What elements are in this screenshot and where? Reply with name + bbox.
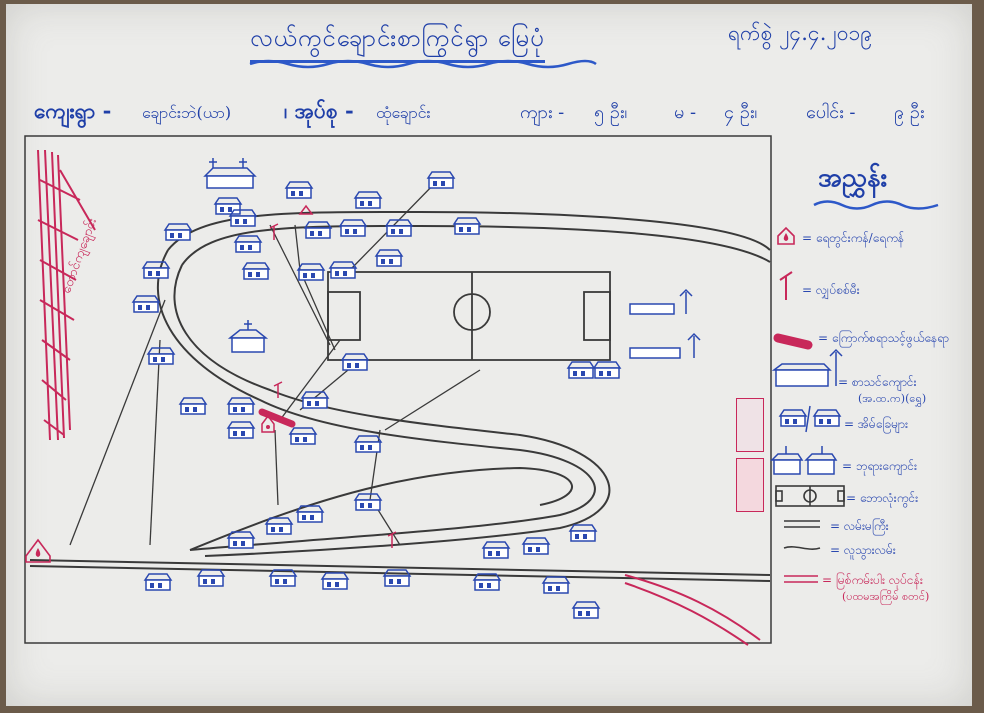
legend-label-footpath: = လူသွားလမ်း	[830, 543, 896, 557]
legend-note-box	[736, 458, 764, 512]
house-icon	[285, 181, 313, 199]
men-label: ကျား -	[520, 102, 565, 123]
house-icon	[214, 197, 242, 215]
house-icon	[375, 249, 403, 267]
participant-info-line: ကျေးရွာ - ချောင်းဘဲ(ယာ) ၊ အုပ်စု - ထုံချ…	[34, 98, 964, 134]
electric-pole-icon	[779, 271, 793, 300]
house-icon	[522, 537, 550, 555]
house-icon	[142, 261, 170, 279]
church-building	[203, 158, 257, 189]
village-label: ကျေးရွာ -	[34, 98, 112, 123]
house-icon	[354, 493, 382, 511]
house-icon	[427, 171, 455, 189]
water-point-icon	[25, 538, 51, 563]
legend-note-box	[736, 398, 764, 452]
house-icon	[385, 219, 413, 237]
women-label: မ -	[674, 102, 697, 123]
house-icon	[567, 361, 595, 379]
house-icon	[297, 263, 325, 281]
legend-title: အညွှန်း	[818, 163, 888, 193]
house-icon	[482, 541, 510, 559]
house-icon	[572, 601, 600, 619]
house-icon	[453, 217, 481, 235]
legend-label-electric: = လျှပ်စစ်မီး	[802, 283, 860, 297]
group-label: ၊ အုပ်စု -	[284, 98, 354, 123]
footpaths	[69, 179, 481, 546]
legend-label-main-road: = လမ်းမကြီး	[830, 519, 889, 533]
electric-pole-icon	[387, 531, 397, 548]
water-point-icon	[777, 226, 795, 245]
house-icon	[301, 391, 329, 409]
house-icon	[569, 524, 597, 542]
legend-label-water: = ရေတွင်းကန်/ရေကန်	[802, 231, 905, 245]
river-bank-road	[624, 574, 761, 646]
river-bank-icon	[784, 575, 818, 583]
legend-label-houses: = အိမ်ခြေများ	[844, 417, 908, 431]
house-icon	[339, 219, 367, 237]
stream-feature	[37, 149, 96, 441]
house-icon	[354, 435, 382, 453]
house-icon	[593, 361, 621, 379]
house-icon	[542, 576, 570, 594]
legend-icons	[770, 226, 845, 583]
main-road-icon	[784, 520, 820, 528]
house-icon	[269, 569, 297, 587]
house-icon	[147, 347, 175, 365]
house-icon	[265, 517, 293, 535]
house-icon	[354, 191, 382, 209]
legend-sub-school: (အ.ထ.က)(ရွှေ)	[858, 392, 927, 405]
village-value: ချောင်းဘဲ(ယာ)	[142, 103, 232, 122]
house-icon	[164, 223, 192, 241]
map-frame	[24, 135, 772, 644]
house-icon	[197, 569, 225, 587]
house-icon	[329, 261, 357, 279]
house-icon	[179, 397, 207, 415]
house-icon	[132, 295, 160, 313]
title-underline-wave	[249, 59, 597, 69]
legend-label-church: = ဘုရားကျောင်း	[842, 459, 918, 473]
total-value: ၉ ဦး	[894, 102, 925, 123]
house-icon	[321, 572, 349, 590]
house-icon	[227, 421, 255, 439]
legend-label-school: = စာသင်ကျောင်း	[838, 375, 917, 389]
house-icon	[779, 405, 841, 433]
footpath-icon	[783, 546, 821, 550]
school-building	[629, 332, 701, 359]
hazard-zone-mark	[258, 408, 296, 428]
church-icon	[770, 446, 838, 475]
house-icon	[341, 353, 369, 371]
women-value: ၄ ဦး၊	[724, 102, 758, 123]
football-field-icon	[775, 485, 845, 507]
water-point-icon	[298, 204, 314, 215]
map-date: ရက်စွဲ ၂၄.၄.၂၀၁၉	[728, 21, 873, 45]
group-value: ထုံချောင်း	[376, 103, 431, 122]
football-field	[327, 271, 611, 361]
legend-label-hazard: = ကြောက်စရာသင့်ဖွယ်နေရာ	[818, 331, 949, 345]
house-icon	[144, 573, 172, 591]
legend-label-football: = ဘောလုံးကွင်း	[846, 491, 919, 505]
electric-pole-icon	[273, 381, 283, 398]
house-icon	[304, 221, 332, 239]
house-icon	[242, 262, 270, 280]
house-icon	[234, 235, 262, 253]
total-label: ပေါင်း -	[806, 102, 856, 123]
legend-label-river-bank: = မြစ်ကမ်းပါး လုပ်ငန်း	[822, 573, 923, 587]
school-icon	[771, 348, 843, 387]
church-building	[227, 320, 269, 353]
map-title: လယ်ကွင်ချောင်းစာကြွင်ရွာ မြေပုံ	[250, 22, 545, 63]
house-icon	[227, 397, 255, 415]
school-building	[629, 288, 693, 315]
legend-title-underline	[813, 200, 939, 210]
house-icon	[289, 427, 317, 445]
men-value: ၅ ဦး၊	[594, 102, 628, 123]
legend-sub-river-bank: (ပထမအကြိမ် စတင်)	[842, 590, 930, 603]
hazard-zone-icon	[773, 333, 813, 350]
main-road	[29, 210, 771, 582]
houses	[132, 171, 621, 619]
house-icon	[227, 531, 255, 549]
electric-pole-icon	[269, 223, 279, 240]
